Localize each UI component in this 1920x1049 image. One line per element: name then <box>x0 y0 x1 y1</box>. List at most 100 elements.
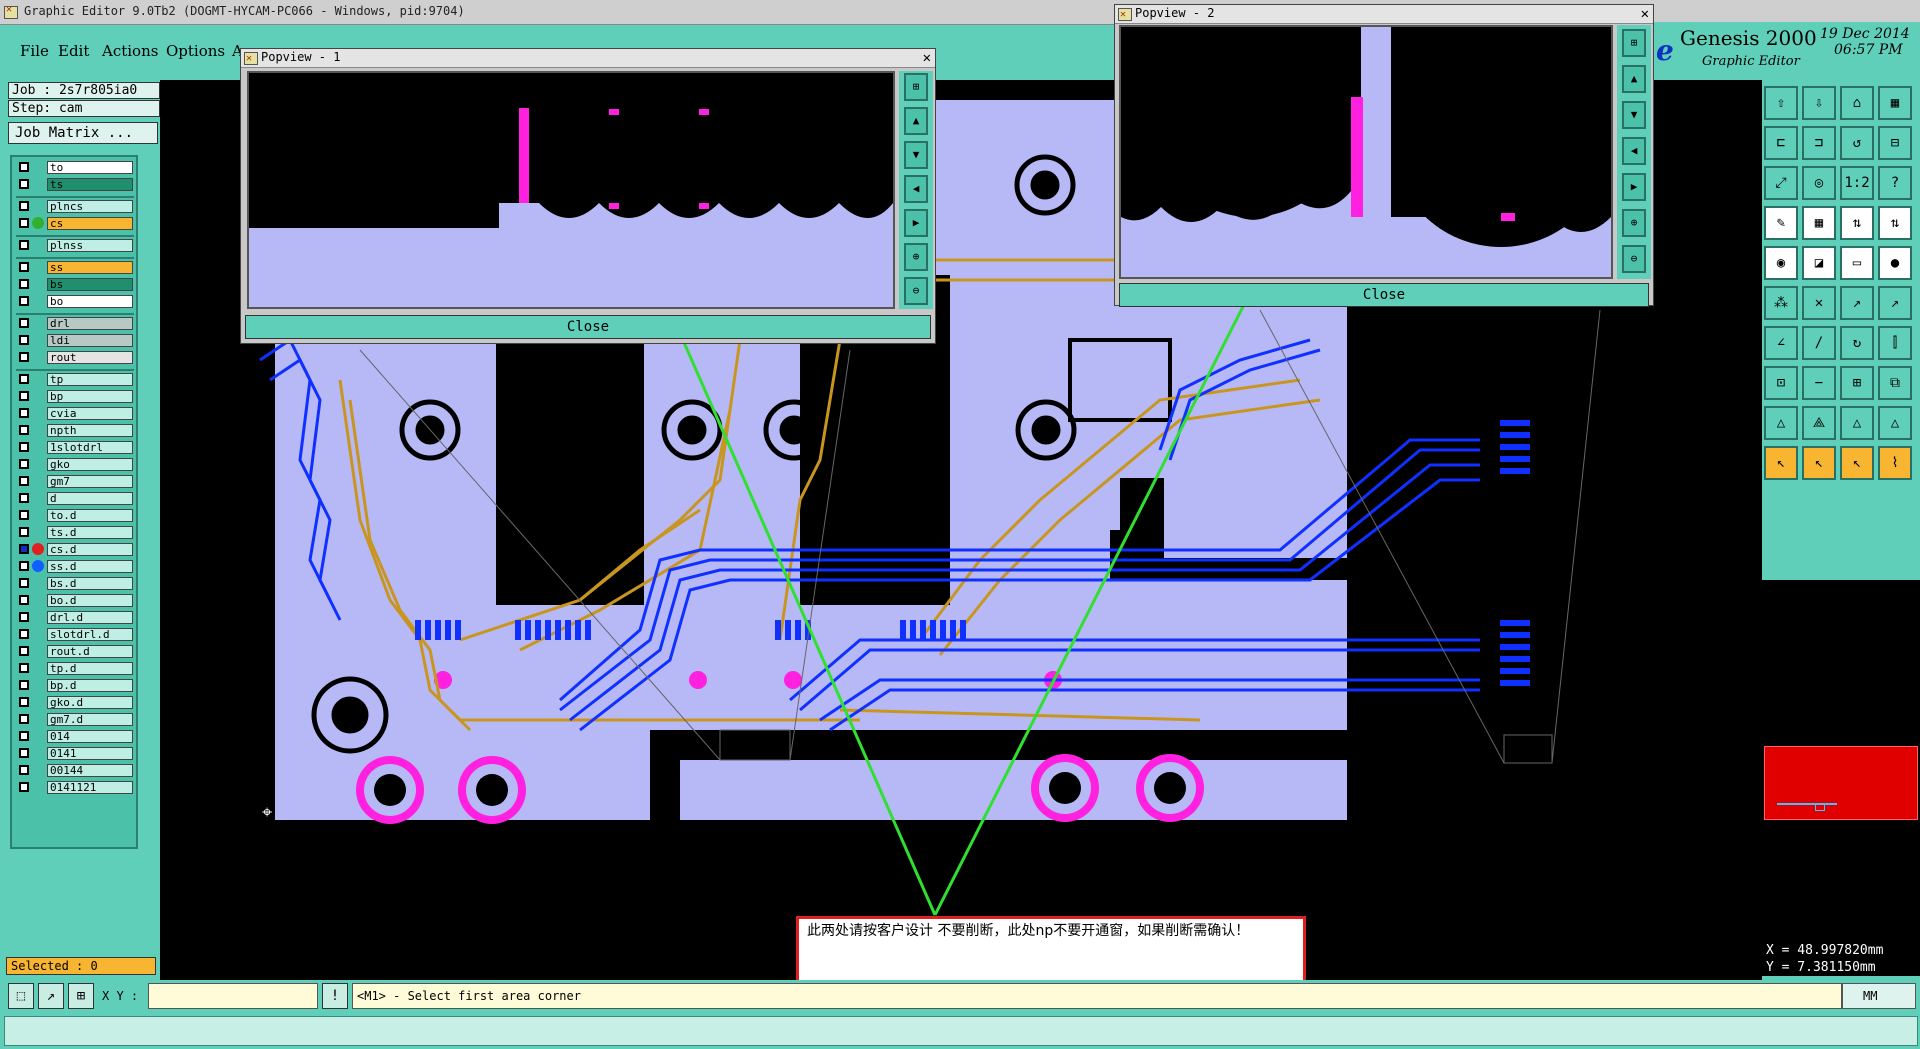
measure-icon[interactable]: ↗ <box>38 983 64 1009</box>
popview-2-pan-left-icon[interactable]: ◀ <box>1622 137 1646 165</box>
popview-2-pan-up-icon[interactable]: ▲ <box>1622 65 1646 93</box>
layer-row-npth[interactable]: npth <box>14 424 134 438</box>
layer-checkbox[interactable] <box>19 595 29 605</box>
layer-checkbox[interactable] <box>19 262 29 272</box>
triangle-icon[interactable]: △ <box>1764 406 1798 440</box>
menu-options[interactable]: Options <box>166 42 226 60</box>
layer-row-bs.d[interactable]: bs.d <box>14 577 134 591</box>
layer-row-0141121[interactable]: 0141121 <box>14 781 134 795</box>
layer-checkbox[interactable] <box>19 544 29 554</box>
popview-1-pan-down-icon[interactable]: ▼ <box>904 141 928 169</box>
layer-row-gko.d[interactable]: gko.d <box>14 696 134 710</box>
layer-checkbox[interactable] <box>19 179 29 189</box>
flip-icon[interactable]: ⫿ <box>1878 326 1912 360</box>
triangle-mark-icon[interactable]: △ <box>1840 406 1874 440</box>
layer-checkbox[interactable] <box>19 296 29 306</box>
scale-icon[interactable]: 1:2 <box>1840 166 1874 200</box>
popview-2-pan-right-icon[interactable]: ▶ <box>1622 173 1646 201</box>
menu-file[interactable]: File <box>20 42 49 60</box>
popview-1-close-button[interactable]: Close <box>245 315 931 339</box>
zoom-fit-icon[interactable]: ⊐ <box>1802 126 1836 160</box>
layer-row-bo[interactable]: bo <box>14 295 134 309</box>
center-icon[interactable]: ◎ <box>1802 166 1836 200</box>
popview-1-pan-right-icon[interactable]: ▶ <box>904 209 928 237</box>
layer-checkbox[interactable] <box>19 561 29 571</box>
popview-2-zoom-out-icon[interactable]: ⊖ <box>1622 245 1646 273</box>
pointer-icon[interactable]: ↖ <box>1764 446 1798 480</box>
popview-2-close-button[interactable]: Close <box>1119 283 1649 307</box>
layer-checkbox[interactable] <box>19 510 29 520</box>
popview-1-zoom-out-icon[interactable]: ⊖ <box>904 277 928 305</box>
layer-row-00144[interactable]: 00144 <box>14 764 134 778</box>
popview-1-title-bar[interactable]: Popview - 1 ✕ <box>241 49 935 68</box>
layer-row-rout[interactable]: rout <box>14 351 134 365</box>
layer-row-cs[interactable]: cs <box>14 217 134 231</box>
fit-screen-icon[interactable]: ⤢ <box>1764 166 1798 200</box>
layer-checkbox[interactable] <box>19 408 29 418</box>
snap-icon[interactable]: ✎ <box>1764 206 1798 240</box>
round-icon[interactable]: ↻ <box>1840 326 1874 360</box>
board-up-icon[interactable]: ⇧ <box>1764 86 1798 120</box>
layer-checkbox[interactable] <box>19 782 29 792</box>
alert-icon[interactable]: ! <box>322 983 348 1009</box>
layer-row-tp.d[interactable]: tp.d <box>14 662 134 676</box>
layer-checkbox[interactable] <box>19 629 29 639</box>
layout-icon[interactable]: ▦ <box>1878 86 1912 120</box>
layer-checkbox[interactable] <box>19 162 29 172</box>
layer-checkbox[interactable] <box>19 425 29 435</box>
layer-row-gko[interactable]: gko <box>14 458 134 472</box>
home-icon[interactable]: ⌂ <box>1840 86 1874 120</box>
popview-2-canvas[interactable] <box>1119 25 1613 279</box>
menu-edit[interactable]: Edit <box>58 42 90 60</box>
board-down-icon[interactable]: ⇩ <box>1802 86 1836 120</box>
move-icon[interactable]: ⊡ <box>1764 366 1798 400</box>
layer-checkbox[interactable] <box>19 279 29 289</box>
layer-row-rout.d[interactable]: rout.d <box>14 645 134 659</box>
circle-icon[interactable]: ● <box>1878 246 1912 280</box>
layer-checkbox[interactable] <box>19 442 29 452</box>
angle-icon[interactable]: ∠ <box>1764 326 1798 360</box>
layer-checkbox[interactable] <box>19 240 29 250</box>
layer-row-bp.d[interactable]: bp.d <box>14 679 134 693</box>
select-mode-icon[interactable]: ⬚ <box>8 983 34 1009</box>
layer-row-1slotdrl[interactable]: 1slotdrl <box>14 441 134 455</box>
popview-2-zoom-in-icon[interactable]: ⊕ <box>1622 209 1646 237</box>
layer-checkbox[interactable] <box>19 218 29 228</box>
line-icon[interactable]: ▭ <box>1840 246 1874 280</box>
layer-checkbox[interactable] <box>19 476 29 486</box>
layer-row-gm7.d[interactable]: gm7.d <box>14 713 134 727</box>
arc-icon[interactable]: ↗ <box>1878 286 1912 320</box>
menu-actions[interactable]: Actions <box>102 42 159 60</box>
layer-checkbox[interactable] <box>19 578 29 588</box>
units-selector[interactable]: MM <box>1842 983 1916 1009</box>
cross-icon[interactable]: ✕ <box>1802 286 1836 320</box>
layer-row-ts[interactable]: ts <box>14 178 134 192</box>
layer-row-plnss[interactable]: plnss <box>14 239 134 253</box>
layer-checkbox[interactable] <box>19 646 29 656</box>
popview-1-zoom-home-icon[interactable]: ⊞ <box>904 73 928 101</box>
pad-icon[interactable]: ◉ <box>1764 246 1798 280</box>
layer-checkbox[interactable] <box>19 612 29 622</box>
layer-checkbox[interactable] <box>19 352 29 362</box>
grid-toggle-icon[interactable]: ▦ <box>1802 206 1836 240</box>
layer-checkbox[interactable] <box>19 493 29 503</box>
popview-1-pan-left-icon[interactable]: ◀ <box>904 175 928 203</box>
layer-checkbox[interactable] <box>19 714 29 724</box>
layer-checkbox[interactable] <box>19 680 29 690</box>
layer-blue-icon[interactable]: ⇅ <box>1840 206 1874 240</box>
minus-icon[interactable]: − <box>1802 366 1836 400</box>
layer-checkbox[interactable] <box>19 748 29 758</box>
layer-checkbox[interactable] <box>19 318 29 328</box>
layer-row-drl.d[interactable]: drl.d <box>14 611 134 625</box>
layer-checkbox[interactable] <box>19 201 29 211</box>
layer-row-cs.d[interactable]: cs.d <box>14 543 134 557</box>
segment-icon[interactable]: ↗ <box>1840 286 1874 320</box>
layer-row-ss[interactable]: ss <box>14 261 134 275</box>
popview-1-pan-up-icon[interactable]: ▲ <box>904 107 928 135</box>
layer-row-014[interactable]: 014 <box>14 730 134 744</box>
mini-view-board[interactable] <box>1764 746 1918 820</box>
pointer-edge-icon[interactable]: ↖ <box>1840 446 1874 480</box>
step-icon[interactable]: ⊟ <box>1878 126 1912 160</box>
layer-row-bp[interactable]: bp <box>14 390 134 404</box>
layer-row-bs[interactable]: bs <box>14 278 134 292</box>
